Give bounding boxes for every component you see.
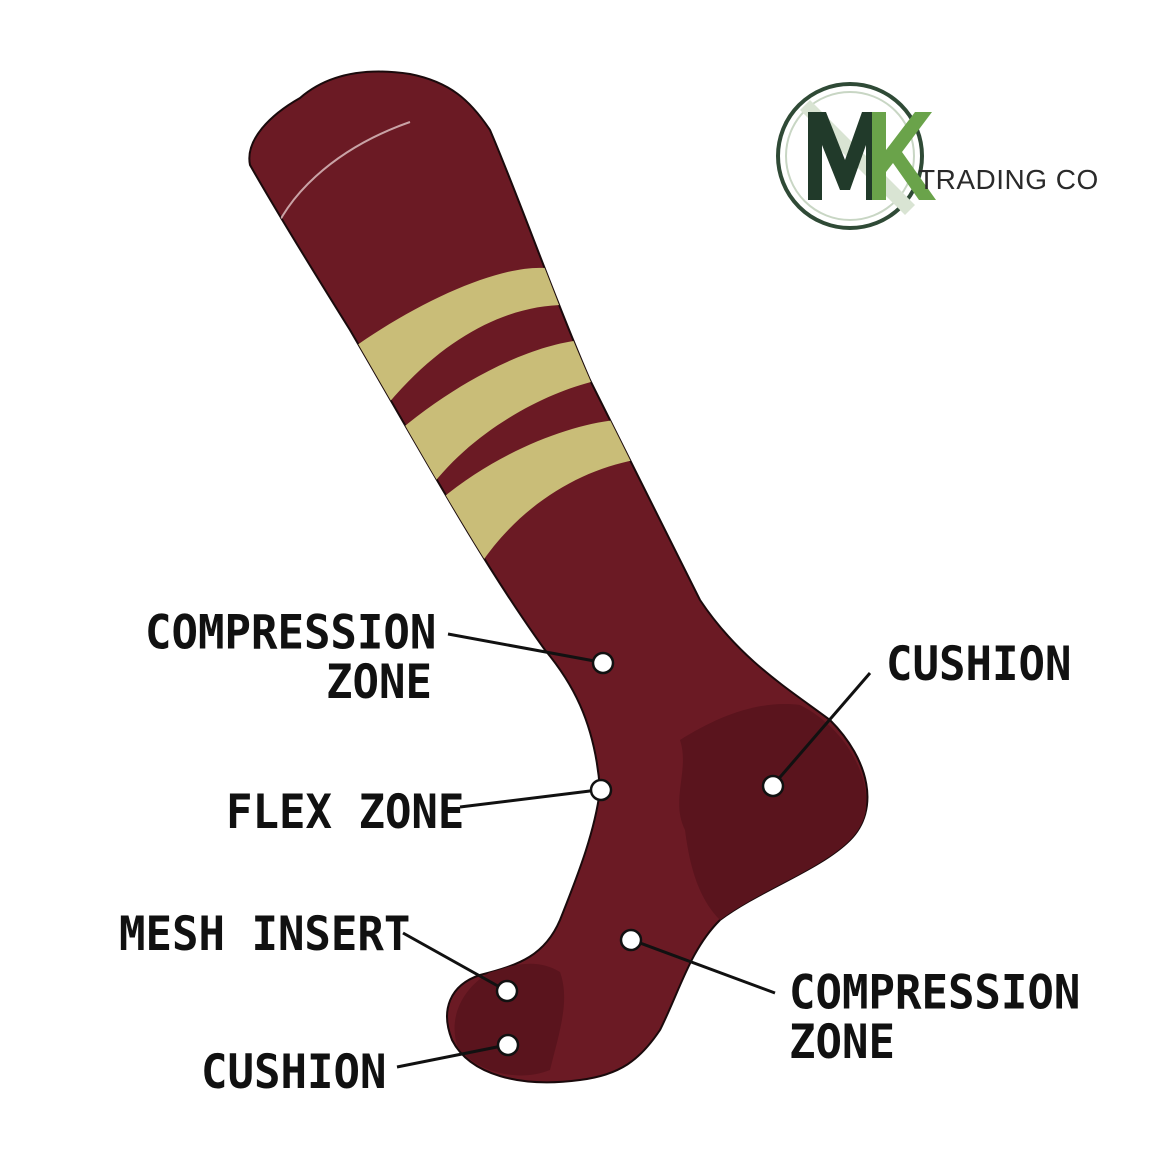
leader-compression-lower (631, 938, 776, 995)
label-line: ZONE (789, 1014, 895, 1070)
marker-compression-upper (591, 651, 615, 675)
stripe-3 (440, 420, 635, 565)
heel-cushion-shade (679, 704, 867, 920)
label-line: ZONE (326, 654, 432, 710)
label-line: MESH INSERT (119, 906, 411, 962)
label-compression-zone-upper: COMPRESSION ZONE (145, 605, 437, 710)
marker-compression-lower (619, 928, 643, 952)
label-cushion-toe: CUSHION (201, 1048, 386, 1098)
marker-flex-zone (589, 778, 613, 802)
logo-letter-k (872, 112, 936, 200)
leader-cushion-heel (773, 672, 872, 784)
label-line: FLEX ZONE (226, 784, 465, 840)
marker-cushion-heel (761, 774, 785, 798)
label-mesh-insert: MESH INSERT (119, 910, 410, 960)
toe-cushion-shade (454, 963, 565, 1076)
leader-cushion-toe (396, 1043, 508, 1069)
brand-name: TRADING CO (918, 164, 1099, 195)
label-line: COMPRESSION (145, 605, 437, 661)
label-line: CUSHION (201, 1044, 387, 1100)
brand-logo (776, 82, 936, 230)
label-cushion-heel: CUSHION (886, 640, 1071, 690)
marker-cushion-toe (496, 1033, 520, 1057)
label-line: COMPRESSION (789, 965, 1081, 1021)
stripe-2 (400, 340, 600, 495)
leader-flex-zone (459, 788, 599, 809)
label-compression-zone-lower: COMPRESSION ZONE (789, 968, 1080, 1067)
stripe-1 (350, 267, 565, 420)
label-line: CUSHION (886, 636, 1072, 692)
logo-letter-m (808, 112, 880, 200)
leader-compression-upper (447, 632, 601, 664)
marker-mesh-insert (495, 979, 519, 1003)
leader-mesh-insert (402, 931, 506, 992)
label-flex-zone: FLEX ZONE (226, 788, 464, 838)
